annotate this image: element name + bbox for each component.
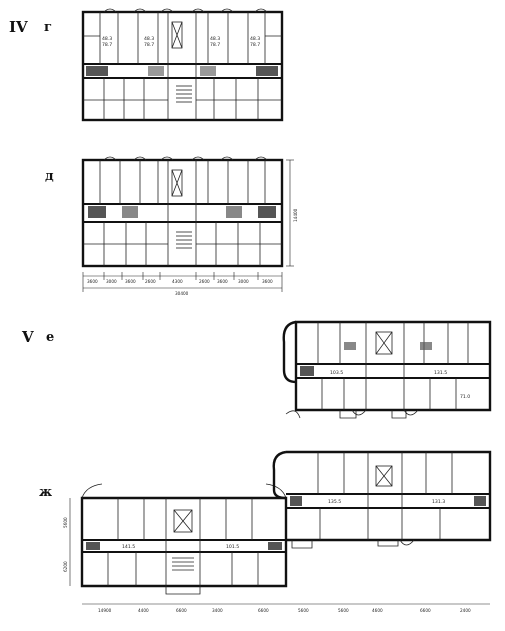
plan-g-area-2a: 48.3 (144, 36, 154, 42)
floor-plan-d: 3600 3000 3600 2600 4300 2600 3600 3000 … (81, 156, 298, 296)
plan-d-dim-3: 3600 (125, 279, 136, 284)
plan-zh-bottom-dim-1: 14900 (98, 608, 112, 613)
plan-d-dim-8: 3000 (238, 279, 249, 284)
plan-d-dim-2: 3000 (106, 279, 117, 284)
plan-g-area-3b: 78.7 (210, 42, 220, 48)
section-label-v: V (22, 328, 34, 346)
plan-label-g: г (44, 20, 52, 35)
plan-d-depth-dim: 14400 (293, 208, 298, 222)
plan-zh-bottom-dim-3: 6600 (176, 608, 187, 613)
plan-zh-bottom-dim-6: 5600 (298, 608, 309, 613)
plan-zh-side-dim-2: 6200 (63, 561, 68, 572)
plan-zh-bottom-dim-7: 5600 (338, 608, 349, 613)
plan-d-dim-9: 3600 (262, 279, 273, 284)
plan-d-dim-4: 2600 (145, 279, 156, 284)
floor-plan-e: 103.5 131.5 71.0 (282, 320, 492, 419)
plan-label-d: д (45, 169, 54, 184)
plan-d-dim-6: 2600 (199, 279, 210, 284)
plan-g-area-2b: 78.7 (144, 42, 154, 48)
plan-d-overall-dim: 30400 (175, 291, 189, 296)
plan-g-area-4b: 78.7 (250, 42, 260, 48)
plan-g-area-1b: 78.7 (102, 42, 112, 48)
plan-e-area-2: 131.5 (434, 370, 447, 376)
floor-plan-g: 48.3 78.7 48.3 78.7 48.3 78.7 48.3 78.7 (81, 8, 284, 122)
plan-e-area-1: 103.5 (330, 370, 343, 376)
plan-g-area-1a: 48.3 (102, 36, 112, 42)
section-label-iv: IV (9, 18, 28, 36)
plan-g-area-3a: 48.3 (210, 36, 220, 42)
plan-zh-bottom-dim-5: 6600 (258, 608, 269, 613)
plan-zh-area-3: 135.5 (328, 499, 341, 505)
plan-zh-bottom-dim-4: 3400 (212, 608, 223, 613)
plan-d-dim-7: 3600 (217, 279, 228, 284)
plan-d-dim-1: 3600 (87, 279, 98, 284)
plan-g-area-4a: 48.3 (250, 36, 260, 42)
plan-zh-bottom-dim-10: 2400 (460, 608, 471, 613)
plan-zh-area-4: 131.3 (432, 499, 445, 505)
plan-zh-area-1: 141.5 (122, 544, 135, 550)
floor-plan-zh: 141.5 101.5 135.5 131.3 5600 6200 14900 … (63, 450, 492, 613)
plan-e-area-3: 71.0 (460, 394, 470, 400)
plan-zh-bottom-dim-2: 4400 (138, 608, 149, 613)
plan-label-e: е (46, 330, 55, 345)
plan-zh-bottom-dim-8: 4600 (372, 608, 383, 613)
plan-zh-bottom-dim-9: 6600 (420, 608, 431, 613)
plan-zh-side-dim-1: 5600 (63, 517, 68, 528)
plan-label-zh: ж (39, 485, 53, 500)
plan-zh-area-2: 101.5 (226, 544, 239, 550)
plan-d-dim-5: 4300 (172, 279, 183, 284)
